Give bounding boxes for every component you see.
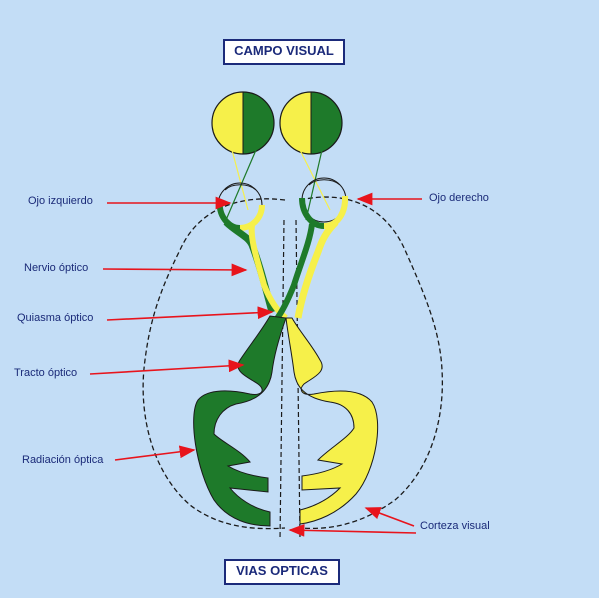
left-optic-tract (193, 315, 287, 527)
arrow-tracto-optico (89, 359, 245, 375)
label-corteza-visual: Corteza visual (420, 520, 490, 532)
left-visual-field (211, 91, 275, 155)
right-optic-nerve-green (273, 223, 315, 322)
label-ojo-derecho: Ojo derecho (429, 192, 489, 204)
pointer-arrows (89, 192, 422, 537)
arrow-corteza-visual-1 (364, 507, 415, 527)
vias-opticas-title: VIAS OPTICAS (224, 559, 340, 585)
right-optic-nerve-yellow (294, 219, 339, 319)
arrow-radiacion-optica (114, 445, 196, 461)
label-quiasma-optico: Quiasma óptico (17, 312, 94, 324)
brain-outline-left (142, 198, 286, 530)
right-visual-field (279, 91, 343, 155)
right-eye (299, 177, 349, 229)
label-radiacion-optica: Radiación óptica (22, 454, 104, 466)
left-eye (216, 182, 265, 231)
label-nervio-optico: Nervio óptico (24, 262, 89, 274)
label-ojo-izquierdo: Ojo izquierdo (28, 195, 93, 207)
label-tracto-optico: Tracto óptico (14, 367, 78, 379)
arrow-quiasma-optico (106, 306, 274, 321)
campo-visual-title: CAMPO VISUAL (223, 39, 345, 65)
arrow-nervio-optico (102, 263, 248, 277)
arrow-corteza-visual-2 (288, 523, 417, 537)
